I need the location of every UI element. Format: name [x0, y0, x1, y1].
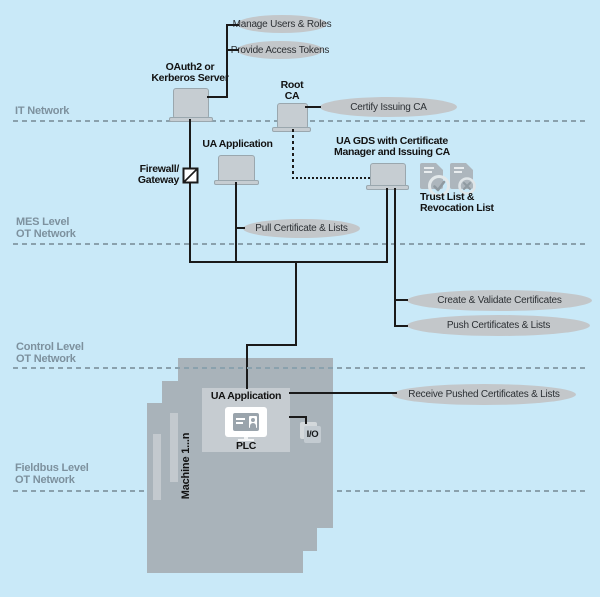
laptop-base-icon [272, 127, 311, 132]
laptop-icon [218, 155, 255, 183]
action-ellipse-create-validate: Create & Validate Certificates [407, 290, 592, 311]
folded-corner [466, 163, 473, 170]
ua-application-mes-label: UA Application [202, 138, 273, 150]
connector-line [246, 344, 248, 389]
document-line [454, 171, 462, 173]
zone-label-mes: MES Level OT Network [16, 216, 76, 240]
connector-line [235, 182, 237, 263]
ua-application-plc-label: UA Application [210, 390, 282, 402]
ua-gds-label: UA GDS with Certificate Manager and Issu… [334, 135, 450, 158]
network-boundary-line-mes [13, 243, 588, 245]
connector-line [235, 227, 245, 229]
connector-line [394, 325, 408, 327]
connector-line [394, 299, 408, 301]
firewall-label: Firewall/ Gateway [137, 163, 179, 186]
connector-line [226, 24, 228, 98]
certificate-card-icon [233, 413, 259, 431]
oauth-server-label: OAuth2 or Kerberos Server [151, 61, 229, 84]
network-boundary-line-control [13, 367, 588, 369]
io-module-icon: I/O [304, 426, 321, 443]
card-line [236, 418, 245, 420]
connector-line [386, 188, 388, 263]
plc-label: PLC [235, 440, 257, 452]
monitor-stand [244, 437, 248, 439]
zone-label-it: IT Network [15, 105, 70, 117]
root-ca-label: Root CA [280, 79, 304, 102]
zone-label-fieldbus: Fieldbus Level OT Network [15, 462, 89, 486]
connector-line [189, 119, 191, 263]
zone-label-control: Control Level OT Network [16, 341, 84, 365]
card-photo [249, 416, 257, 428]
machine-label: Machine 1...n [180, 432, 192, 500]
laptop-base-icon [169, 117, 213, 122]
connector-line [189, 261, 388, 263]
action-ellipse-receive-pushed: Receive Pushed Certificates & Lists [392, 384, 576, 405]
laptop-icon [173, 88, 209, 119]
machine-panel-sliver [153, 434, 161, 500]
monitor-stand [238, 439, 254, 441]
document-check-icon [420, 163, 443, 189]
laptop-icon [277, 103, 308, 129]
connector-line [228, 49, 239, 51]
connector-line [207, 96, 226, 98]
connector-line [295, 261, 297, 346]
connector-line [305, 416, 307, 424]
action-ellipse-push-certificates: Push Certificates & Lists [407, 315, 590, 336]
connector-line [305, 106, 321, 108]
document-line [424, 171, 432, 173]
connector-line [289, 416, 307, 418]
action-ellipse-pull-certificate: Pull Certificate & Lists [243, 219, 360, 238]
plc-monitor-icon [225, 407, 267, 437]
check-circle-icon [427, 174, 451, 203]
document-revoke-icon [450, 163, 473, 189]
action-ellipse-certify-issuing-ca: Certify Issuing CA [320, 97, 457, 117]
person-head [251, 418, 255, 422]
action-ellipse-manage-users: Manage Users & Roles [233, 15, 332, 33]
card-line [236, 422, 243, 424]
x-circle-icon [457, 176, 477, 201]
machine-panel-sliver [170, 413, 178, 482]
person-body [250, 423, 256, 428]
connector-line [289, 392, 397, 394]
ca-chain-dotted-line [292, 177, 370, 179]
document-line [424, 167, 434, 169]
ca-chain-dashed-line [292, 129, 294, 179]
trust-list-label: Trust List & Revocation List [420, 191, 494, 214]
connector-line [394, 188, 396, 327]
connector-line [228, 24, 239, 26]
firewall-icon [182, 167, 199, 189]
action-ellipse-provide-tokens: Provide Access Tokens [231, 41, 329, 59]
document-line [454, 167, 464, 169]
connector-line [246, 344, 297, 346]
folded-corner [436, 163, 443, 170]
